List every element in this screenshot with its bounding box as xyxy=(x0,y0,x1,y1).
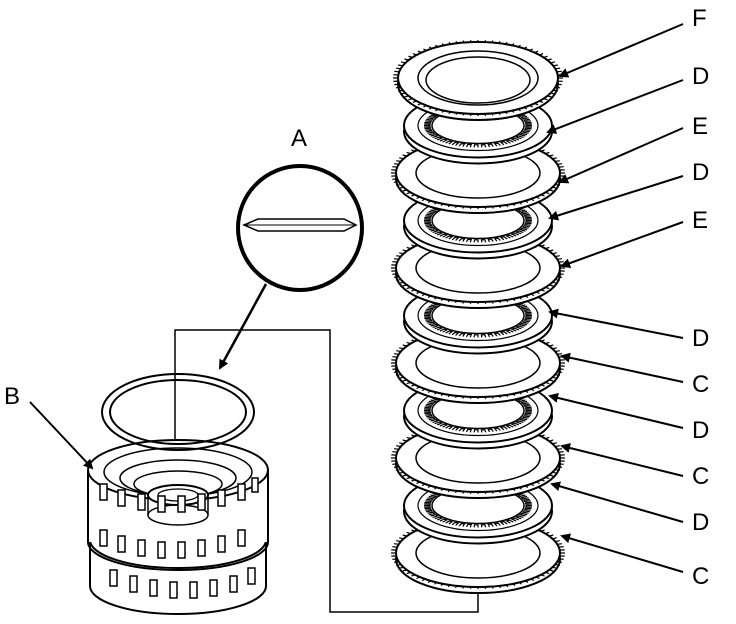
snap-ring xyxy=(101,373,255,451)
clutch-pack-stack xyxy=(391,39,565,594)
callout-label-a: A xyxy=(291,125,307,152)
assembly-bracket-line xyxy=(174,329,479,613)
callout-label-d: D xyxy=(692,159,709,186)
clutch-drum xyxy=(87,439,269,615)
callout-label-e: E xyxy=(692,113,708,140)
callout-label-b: B xyxy=(4,383,20,410)
leader-arrows xyxy=(29,23,684,573)
callout-label-e: E xyxy=(692,207,708,234)
callout-label-c: C xyxy=(692,563,709,590)
callout-label-f: F xyxy=(692,5,707,32)
detail-view-a xyxy=(218,164,364,370)
callout-label-d: D xyxy=(692,325,709,352)
callout-label-c: C xyxy=(692,371,709,398)
callout-label-c: C xyxy=(692,463,709,490)
clutch-plate-f xyxy=(393,39,563,121)
callout-label-d: D xyxy=(692,63,709,90)
callout-label-d: D xyxy=(692,417,709,444)
callout-label-d: D xyxy=(692,509,709,536)
